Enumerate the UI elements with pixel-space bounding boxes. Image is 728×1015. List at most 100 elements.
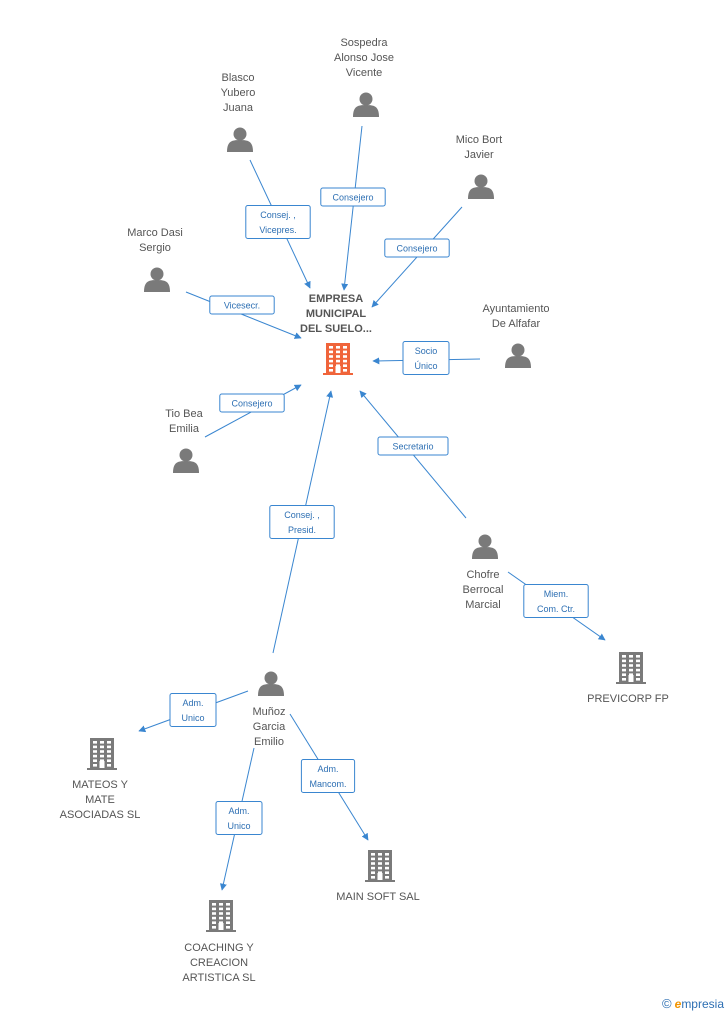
edge-munoz-to-mainsoft: Adm. Mancom. (289, 713, 369, 841)
node-label: Sergio (139, 242, 171, 254)
node-label: Ayuntamiento (482, 303, 549, 315)
edge-label-box (523, 584, 589, 618)
node-label: COACHING Y (184, 942, 254, 954)
person-icon (353, 92, 379, 117)
building-icon (87, 738, 117, 770)
node-mainsoft[interactable]: MAIN SOFT SAL (336, 850, 420, 903)
edge-line (341, 125, 363, 291)
edge-label-text: Único (414, 361, 437, 371)
node-label: MATEOS Y (72, 779, 128, 791)
person-icon (505, 343, 531, 368)
node-label: Mico Bort (456, 134, 502, 146)
edge-label-text: Secretario (392, 442, 433, 452)
node-label: Sospedra (340, 37, 388, 49)
edge-label-text: Consejero (332, 193, 373, 203)
node-label: ASOCIADAS SL (60, 809, 141, 821)
edge-sospedra-to-center: Consejero (320, 125, 386, 291)
edge-mico-to-center: Consejero (371, 206, 463, 308)
building-icon (365, 850, 395, 882)
node-label: Marco Dasi (127, 227, 183, 239)
edge-label-box (300, 759, 356, 793)
node-label: PREVICORP FP (587, 693, 669, 705)
edge-label-text: Miem. (544, 589, 569, 599)
edge-label-box (320, 187, 386, 207)
person-icon (468, 174, 494, 199)
node-label: Emilio (254, 736, 284, 748)
edge-label-text: Com. Ctr. (537, 604, 575, 614)
edge-label-box (215, 801, 263, 835)
edge-label-text: Consejero (396, 244, 437, 254)
edge-label-text: Consejero (231, 399, 272, 409)
node-label: Blasco (221, 72, 254, 84)
edge-label-text: Vicesecr. (224, 301, 260, 311)
edge-label-text: Mancom. (309, 779, 346, 789)
person-icon (258, 671, 284, 696)
edge-label-box (402, 341, 450, 375)
edge-blasco-to-center: Consej. , Vicepres. (245, 159, 311, 289)
footer-brand: ©empresia (662, 996, 724, 1011)
person-icon (144, 267, 170, 292)
node-label: Javier (464, 149, 494, 161)
edge-label-text: Consej. , (260, 210, 296, 220)
node-label: De Alfafar (492, 318, 541, 330)
edge-label-text: Vicepres. (259, 225, 296, 235)
edge-label-box (377, 436, 449, 456)
node-label: Tio Bea (165, 408, 203, 420)
edge-label-text: Unico (227, 821, 250, 831)
building-icon (616, 652, 646, 684)
edge-label-text: Adm. (228, 806, 249, 816)
edge-chofre-to-center: Secretario (359, 390, 467, 519)
edge-label-box (219, 393, 285, 413)
node-label: Berrocal (463, 584, 504, 596)
edge-label-text: Consej. , (284, 510, 320, 520)
node-ayuntamiento[interactable]: Ayuntamiento De Alfafar (482, 303, 550, 368)
node-previcorp[interactable]: PREVICORP FP (587, 652, 669, 705)
node-label: Emilia (169, 423, 200, 435)
node-label: Yubero (221, 87, 256, 99)
edge-label-box (384, 238, 450, 258)
edge-munoz-to-coaching: Adm. Unico (215, 747, 263, 891)
edge-label-text: Unico (181, 713, 204, 723)
node-label: Alonso Jose (334, 52, 394, 64)
brand-name: mpresia (681, 997, 724, 1011)
edge-munoz-to-mateos: Adm. Unico (138, 690, 249, 733)
node-label: DEL SUELO... (300, 323, 372, 335)
edge-label-text: Socio (415, 346, 438, 356)
person-icon (227, 127, 253, 152)
person-icon (472, 534, 498, 559)
node-label: Chofre (466, 569, 499, 581)
edge-label-box (245, 205, 311, 239)
edge-munoz-to-center: Consej. ,Presid. (269, 390, 335, 654)
node-label: ARTISTICA SL (182, 972, 255, 984)
edge-label-box (269, 505, 335, 539)
edge-marco-to-center: Vicesecr. (185, 291, 302, 339)
edge-line (185, 291, 302, 339)
edge-label-text: Adm. (182, 698, 203, 708)
building-icon (323, 343, 353, 375)
edge-label-text: Adm. (317, 764, 338, 774)
node-label: MAIN SOFT SAL (336, 891, 420, 903)
node-label: Muñoz (252, 706, 285, 718)
node-label: Garcia (253, 721, 286, 733)
copyright-symbol: © (662, 996, 672, 1011)
node-label: Vicente (346, 67, 383, 79)
building-icon (206, 900, 236, 932)
node-label: Marcial (465, 599, 500, 611)
node-label: EMPRESA (309, 293, 363, 305)
edge-tio-to-center: Consejero (204, 384, 302, 438)
brand-initial: e (674, 997, 682, 1011)
